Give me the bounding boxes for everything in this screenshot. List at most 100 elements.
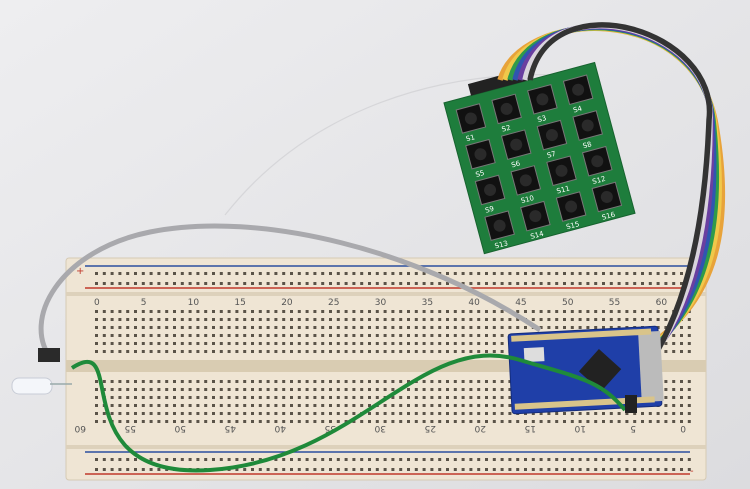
hole (290, 334, 293, 337)
hole (344, 318, 348, 321)
hole (204, 318, 208, 321)
hole (563, 468, 566, 471)
hole (672, 380, 676, 383)
hole (274, 282, 278, 285)
hole (485, 412, 488, 415)
hole (430, 412, 434, 415)
hole (422, 388, 426, 391)
hole (344, 380, 348, 383)
hole (399, 350, 403, 353)
button-cap (510, 138, 523, 151)
hole (141, 282, 145, 285)
hole (461, 404, 465, 407)
hole (531, 272, 535, 275)
hole (414, 272, 418, 275)
hole (453, 334, 457, 337)
hole (344, 334, 348, 337)
hole (617, 310, 621, 313)
hole (664, 272, 668, 275)
column-number: 30 (374, 423, 386, 433)
hole (461, 468, 465, 471)
hole (126, 326, 130, 329)
hole (664, 342, 668, 345)
hole (235, 318, 239, 321)
hole (360, 396, 364, 399)
hole (578, 458, 582, 461)
hole (391, 272, 395, 275)
hole (469, 334, 473, 337)
hole (508, 380, 512, 383)
hole (680, 334, 683, 337)
hole (664, 282, 668, 285)
hole (313, 380, 317, 383)
hole (633, 318, 637, 321)
hole (407, 412, 410, 415)
hole (375, 350, 379, 353)
hole (625, 310, 629, 313)
hole (531, 318, 535, 321)
hole (547, 468, 551, 471)
hole (305, 282, 309, 285)
key-label: S16 (601, 210, 616, 221)
hole (469, 350, 473, 353)
ribbon-wire (527, 22, 713, 365)
button-cap (536, 93, 549, 106)
hole (95, 404, 98, 407)
hole (687, 388, 691, 391)
hole (235, 310, 239, 313)
hole (126, 468, 130, 471)
hole (157, 318, 161, 321)
hole (617, 318, 621, 321)
hole (95, 282, 98, 285)
hole (602, 282, 605, 285)
hole (149, 388, 153, 391)
hole (297, 380, 301, 383)
hole (438, 412, 442, 415)
hole (485, 342, 488, 345)
hole (305, 396, 309, 399)
hole (508, 396, 512, 399)
hole (594, 318, 598, 321)
hole (477, 380, 481, 383)
hole (188, 458, 192, 461)
hole (313, 396, 317, 399)
hole (313, 420, 317, 423)
hole (126, 404, 130, 407)
hole (219, 380, 223, 383)
hole (407, 342, 410, 345)
hole (477, 412, 481, 415)
hole (282, 404, 286, 407)
hole (664, 404, 668, 407)
hole (313, 282, 317, 285)
hole (313, 412, 317, 415)
hole (641, 272, 644, 275)
hole (360, 318, 364, 321)
hole (375, 388, 379, 391)
hole (430, 350, 434, 353)
hole (344, 342, 348, 345)
hole (438, 326, 442, 329)
hole (539, 458, 543, 461)
hole (492, 342, 496, 345)
hole (321, 396, 325, 399)
hole (375, 318, 379, 321)
key-label: S6 (510, 159, 521, 169)
hole (680, 412, 683, 415)
hole (243, 272, 247, 275)
hole (344, 350, 348, 353)
hole (485, 396, 488, 399)
hole (188, 380, 192, 383)
hole (274, 388, 278, 391)
hole (664, 380, 668, 383)
column-number: 50 (562, 298, 574, 308)
hole (594, 420, 598, 423)
hole (243, 326, 247, 329)
hole (219, 396, 223, 399)
hole (266, 396, 270, 399)
hole (360, 404, 364, 407)
hole (329, 334, 332, 337)
hole (648, 458, 652, 461)
key-label: S10 (520, 194, 535, 205)
hole (258, 404, 262, 407)
